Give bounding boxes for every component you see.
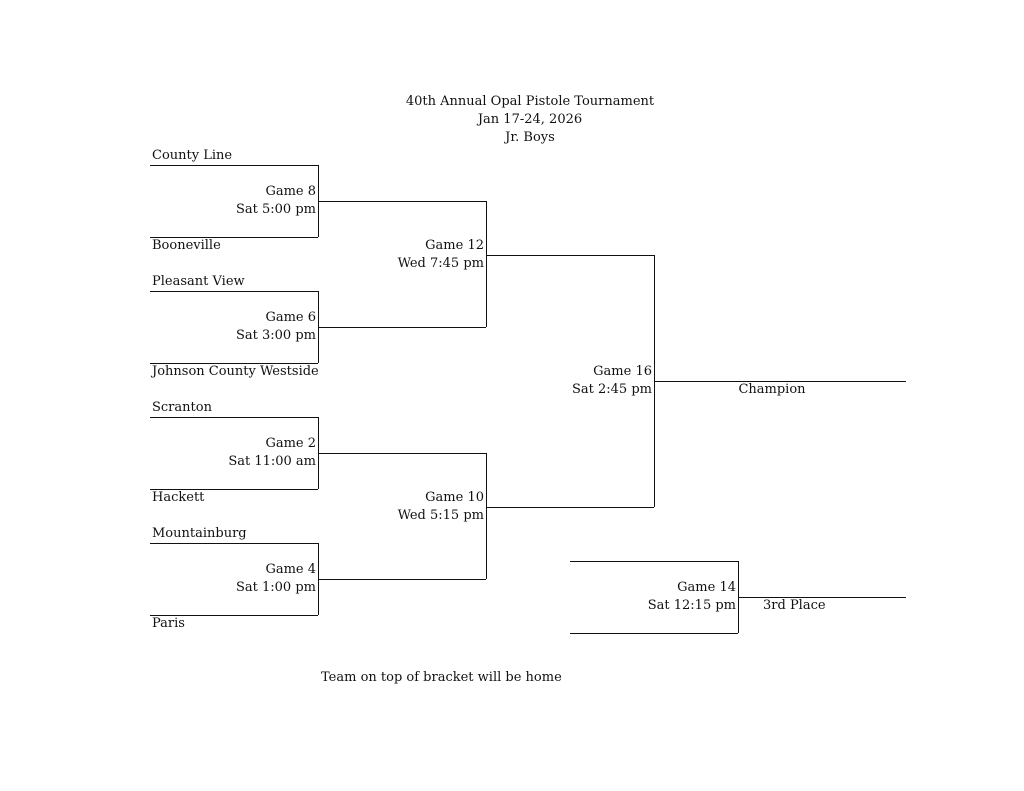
game-8-time: Sat 5:00 pm <box>236 202 316 217</box>
bracket-line <box>318 453 486 454</box>
game-6-time: Sat 3:00 pm <box>236 328 316 343</box>
game-6-label: Game 6 <box>265 310 316 325</box>
bracket-line <box>150 237 318 238</box>
game-12-time: Wed 7:45 pm <box>397 256 484 271</box>
bracket-line <box>486 201 487 327</box>
team-pleasant-view: Pleasant View <box>152 274 245 289</box>
bracket-line <box>486 453 487 579</box>
game-16-time: Sat 2:45 pm <box>572 382 652 397</box>
team-johnson-county-westside: Johnson County Westside <box>152 364 319 379</box>
team-scranton: Scranton <box>152 400 212 415</box>
bracket-line <box>150 165 318 166</box>
home-team-note: Team on top of bracket will be home <box>321 670 562 685</box>
team-mountainburg: Mountainburg <box>152 526 247 541</box>
champion-label: Champion <box>738 382 806 397</box>
game-14-label: Game 14 <box>677 580 736 595</box>
bracket-line <box>150 489 318 490</box>
third-place-label: 3rd Place <box>763 598 826 613</box>
team-hackett: Hackett <box>152 490 205 505</box>
bracket-line <box>486 507 654 508</box>
bracket-line <box>318 579 486 580</box>
team-booneville: Booneville <box>152 238 221 253</box>
tournament-title: 40th Annual Opal Pistole Tournament <box>405 94 655 109</box>
bracket-line <box>150 291 318 292</box>
tournament-dates: Jan 17-24, 2026 <box>477 112 583 127</box>
bracket-line <box>150 615 318 616</box>
bracket-line <box>486 255 654 256</box>
game-12-label: Game 12 <box>425 238 484 253</box>
bracket-line <box>150 417 318 418</box>
team-county-line: County Line <box>152 148 233 163</box>
bracket-line <box>570 561 738 562</box>
team-paris: Paris <box>152 616 185 631</box>
bracket-line <box>570 633 738 634</box>
game-4-time: Sat 1:00 pm <box>236 580 316 595</box>
game-10-time: Wed 5:15 pm <box>397 508 484 523</box>
bracket-line <box>150 363 318 364</box>
game-8-label: Game 8 <box>265 184 316 199</box>
game-2-label: Game 2 <box>265 436 316 451</box>
game-10-label: Game 10 <box>425 490 484 505</box>
division-label: Jr. Boys <box>505 130 555 145</box>
bracket-line <box>150 543 318 544</box>
bracket-line <box>318 201 486 202</box>
champion-line <box>654 381 906 382</box>
third-place-line <box>738 597 906 598</box>
game-16-label: Game 16 <box>593 364 652 379</box>
game-4-label: Game 4 <box>265 562 316 577</box>
game-14-time: Sat 12:15 pm <box>647 598 736 613</box>
bracket-line <box>318 327 486 328</box>
game-2-time: Sat 11:00 am <box>228 454 316 469</box>
